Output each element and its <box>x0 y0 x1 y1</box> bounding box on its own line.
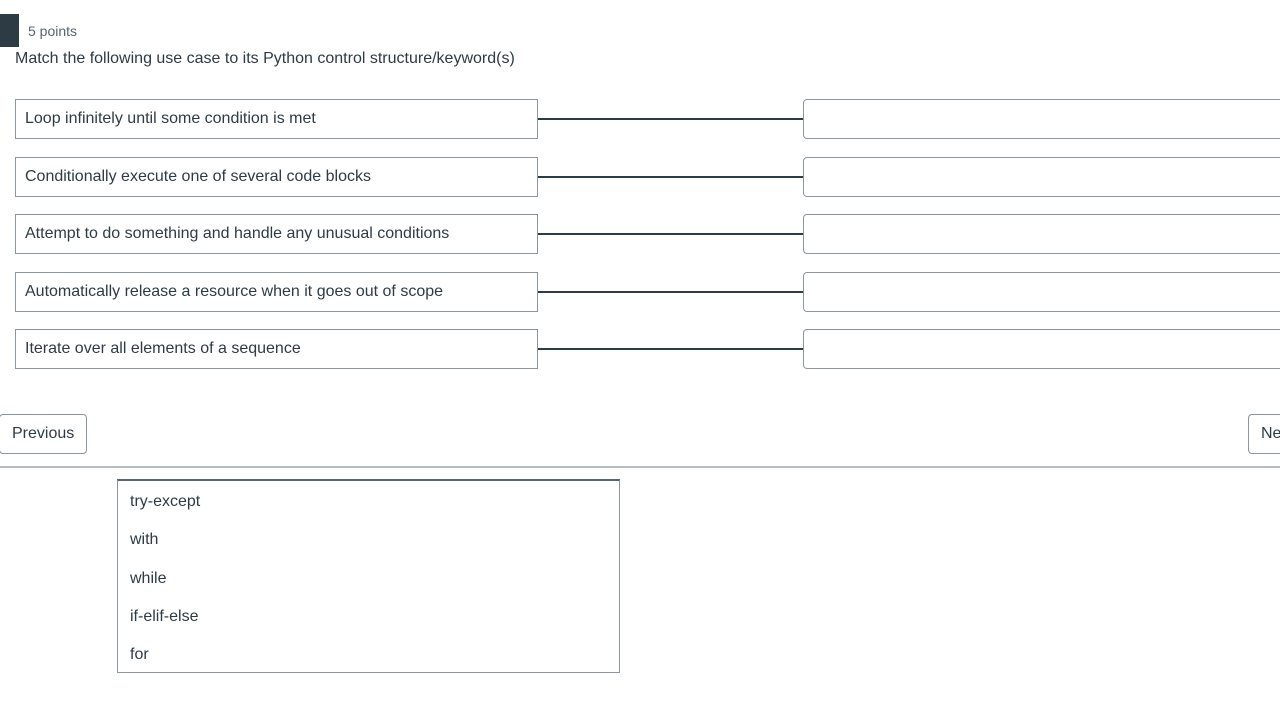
match-prompt: Automatically release a resource when it… <box>15 271 538 312</box>
connector-line <box>538 175 803 178</box>
match-prompt: Loop infinitely until some condition is … <box>15 99 538 139</box>
match-prompt: Conditionally execute one of several cod… <box>15 156 538 197</box>
dropdown-option[interactable]: try-except <box>130 493 201 510</box>
connector-line <box>538 233 803 236</box>
match-select[interactable]: ⌄ <box>803 156 1280 197</box>
connector-line <box>538 290 803 293</box>
dropdown-option[interactable]: while <box>130 569 167 587</box>
dropdown-options-list: try-except with while if-elif-else for <box>117 479 620 673</box>
match-select[interactable]: ⌄ <box>803 329 1280 370</box>
match-select[interactable]: ⌄ <box>803 271 1280 312</box>
dropdown-option[interactable]: with <box>130 531 159 549</box>
match-row: Automatically release a resource when it… <box>15 271 1280 312</box>
match-select[interactable]: ⌄ <box>803 99 1280 139</box>
match-row: Conditionally execute one of several cod… <box>15 156 1280 197</box>
question-text: Match the following use case to its Pyth… <box>15 50 515 67</box>
match-row: Iterate over all elements of a sequence … <box>15 329 1280 370</box>
match-row: Loop infinitely until some condition is … <box>15 99 1280 139</box>
match-select[interactable]: ⌄ <box>803 214 1280 255</box>
match-prompt: Attempt to do something and handle any u… <box>15 214 538 255</box>
connector-line <box>538 348 803 351</box>
match-prompt: Iterate over all elements of a sequence <box>15 329 538 370</box>
dropdown-option[interactable]: if-elif-else <box>130 607 199 625</box>
dropdown-option[interactable]: for <box>130 646 149 664</box>
connector-line <box>538 118 803 120</box>
divider <box>0 466 1280 468</box>
next-button[interactable]: Next <box>1248 414 1280 454</box>
question-marker <box>0 14 19 47</box>
previous-button[interactable]: Previous <box>0 414 88 454</box>
match-row: Attempt to do something and handle any u… <box>15 214 1280 255</box>
question-points: 5 points <box>28 23 78 39</box>
